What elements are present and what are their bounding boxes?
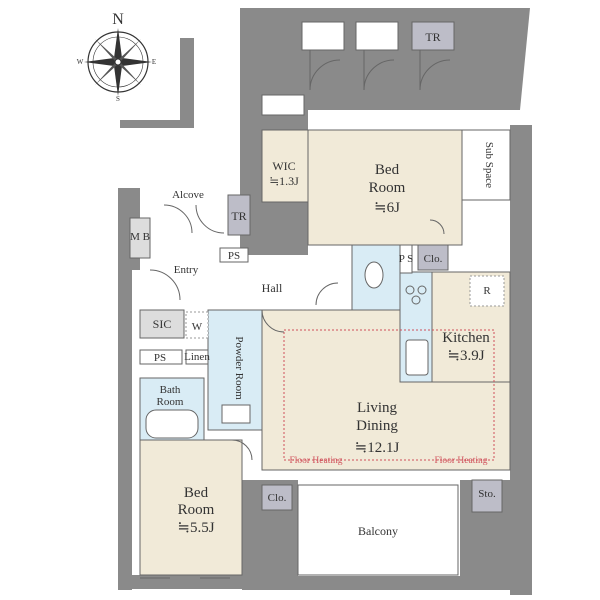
sic-area (139, 309, 185, 339)
bedroom-2-area (139, 439, 243, 576)
clo1-box (417, 244, 449, 271)
hall-label: Hall (262, 281, 283, 295)
washer (185, 311, 209, 339)
stove-icon (405, 285, 427, 305)
tr-mid-label: TR (231, 209, 246, 223)
tr-mid-area (227, 194, 251, 236)
entry-label: Entry (174, 264, 199, 276)
compass-w: W (77, 58, 84, 66)
clo2-label: Clo. (268, 492, 287, 504)
vanity (221, 404, 251, 424)
mb-label: M B (130, 231, 150, 243)
bedroom-1-area (307, 129, 463, 246)
linen-label: Linen (184, 351, 210, 363)
sub-space-label: Sub Space (483, 142, 495, 188)
sub-space-area (461, 129, 511, 201)
wic-size: ≒1.3J (269, 174, 299, 188)
fridge (469, 275, 505, 307)
bathtub (145, 409, 199, 439)
alcove-label: Alcove (172, 189, 204, 201)
compass-s: S (116, 95, 120, 103)
balcony-label: Balcony (358, 524, 398, 538)
sic-label: SIC (153, 317, 172, 331)
bed2-line2: Room (178, 502, 215, 518)
kitchen-size: ≒3.9J (447, 348, 484, 364)
ps3-label: PS (154, 352, 166, 364)
sto-box (471, 479, 503, 513)
clo2-box (261, 484, 293, 511)
door-swings (140, 204, 445, 579)
bed1-line1: Bed (375, 162, 400, 178)
bed2-size: ≒5.5J (177, 520, 214, 536)
kitchen-line1: Kitchen (442, 330, 490, 346)
ps2-label: P S (399, 253, 414, 265)
bath-line2: Room (157, 396, 184, 408)
sto-label: Sto. (478, 488, 496, 500)
linen-box (185, 349, 209, 365)
wic-area (261, 129, 309, 203)
bed1-line2: Room (369, 180, 406, 196)
ps3-box (139, 349, 183, 365)
mb-area (129, 217, 151, 259)
ps1-label: PS (228, 250, 240, 262)
wic-line1: WIC (272, 159, 295, 173)
r-label: R (483, 285, 491, 297)
ps2-box (399, 244, 413, 274)
floor-heating-1: Floor Heating (289, 456, 342, 466)
ps1-box (219, 247, 249, 263)
clo1-label: Clo. (424, 253, 443, 265)
floor-heating-2: Floor Heating (434, 456, 487, 466)
top-units (261, 21, 455, 116)
living-line1: Living (357, 400, 397, 416)
living-size: ≒12.1J (355, 440, 400, 456)
bed1-size: ≒6J (374, 200, 400, 216)
outer-walls (118, 8, 532, 595)
sink (405, 339, 429, 376)
exterior-wall-fragment (120, 38, 194, 128)
balcony-area (297, 484, 459, 576)
toilet-icon (364, 261, 384, 289)
bed2-line1: Bed (184, 485, 209, 501)
powder-label: Powder Room (233, 336, 245, 400)
tr-top-label: TR (425, 30, 440, 44)
living-line2: Dining (356, 418, 398, 434)
w-label: W (192, 321, 203, 333)
floor-heating-zone (283, 329, 495, 461)
compass-n: N (112, 11, 124, 28)
compass-e: E (152, 58, 156, 66)
compass-rose (84, 28, 152, 96)
bath-line1: Bath (160, 384, 181, 396)
